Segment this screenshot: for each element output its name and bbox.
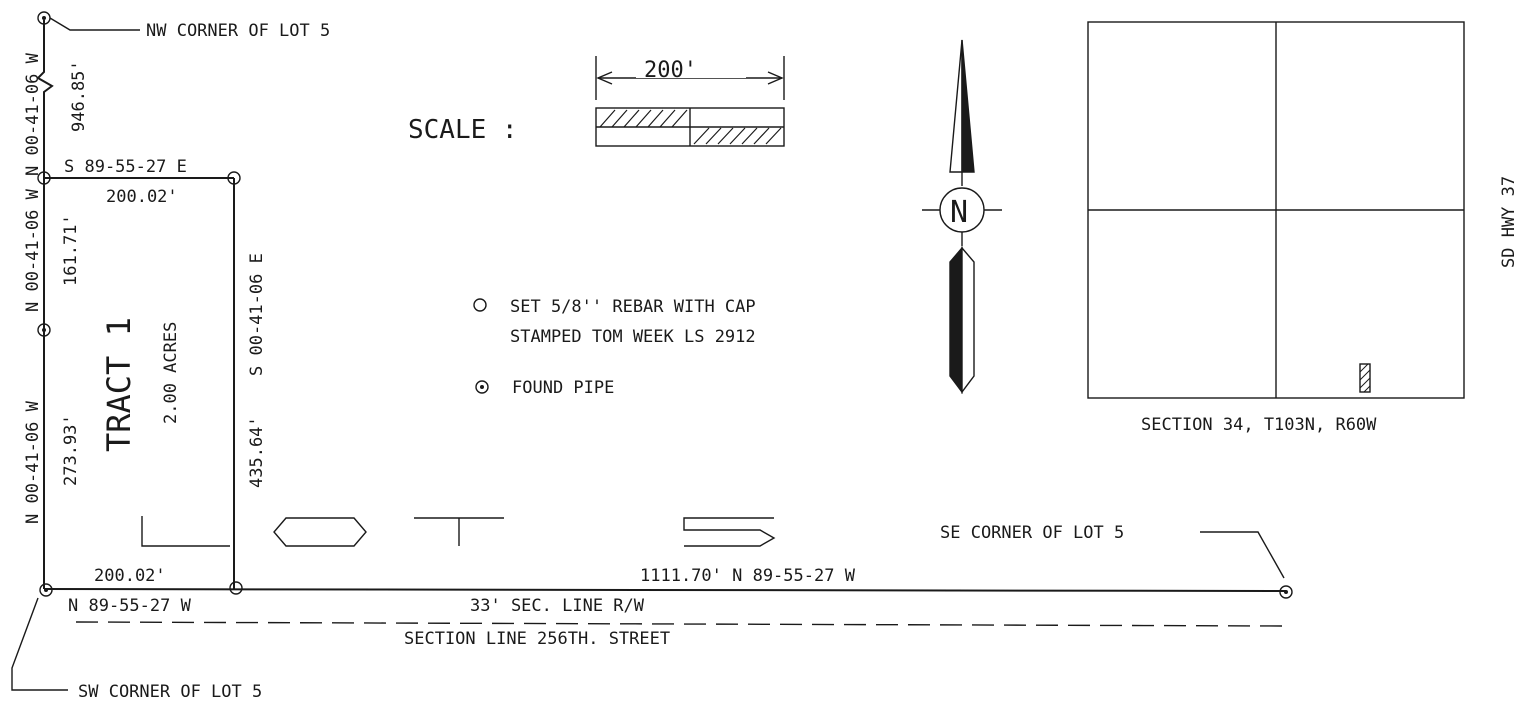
found-pipe-nw — [37, 11, 51, 25]
bottom-dist: 200.02' — [94, 566, 166, 586]
scale-label: SCALE : — [408, 115, 518, 145]
bottom-bearing: N 89-55-27 W — [68, 596, 192, 616]
west-bearing-low: N 00-41-06 W — [23, 400, 43, 524]
found-pipe-west — [37, 323, 51, 337]
long-line-label: 1111.70' N 89-55-27 W — [640, 566, 856, 586]
lot-letter-o — [273, 517, 367, 547]
legend-rebar-line2: STAMPED TOM WEEK LS 2912 — [510, 327, 756, 347]
west-bearing-mid: N 00-41-06 W — [23, 188, 43, 312]
east-bearing: S 00-41-06 E — [247, 253, 267, 376]
south-line — [43, 588, 1287, 592]
street-label: SECTION LINE 256TH. STREET — [404, 629, 670, 649]
west-line-upper — [36, 20, 54, 178]
scale-bar: 200' — [595, 56, 785, 147]
se-corner-leader — [1200, 531, 1285, 579]
rebar-nw-tract — [37, 171, 51, 185]
lot-letter-5 — [683, 517, 776, 547]
section-line-dashed — [75, 621, 1283, 627]
west-dist-low: 273.93' — [61, 414, 81, 486]
top-bearing: S 89-55-27 E — [64, 157, 187, 177]
north-bearing-upper: N 00-41-06 W — [23, 52, 43, 176]
scale-length: 200' — [644, 58, 697, 83]
tract-name: TRACT 1 — [100, 317, 138, 452]
legend-pipe-label: FOUND PIPE — [512, 378, 614, 398]
legend-rebar-line1: SET 5/8'' REBAR WITH CAP — [510, 297, 756, 317]
legend: SET 5/8'' REBAR WITH CAP STAMPED TOM WEE… — [473, 297, 756, 398]
legend-rebar-symbol — [473, 298, 487, 312]
north-arrow: N — [922, 39, 1002, 395]
legend-pipe-symbol — [475, 380, 489, 394]
section-map-lot-marker — [1359, 363, 1371, 393]
tract-area: 2.00 ACRES — [161, 322, 181, 424]
west-dist-mid: 161.71' — [61, 214, 81, 286]
highway-label: SD HWY 37 — [1499, 176, 1519, 268]
found-pipe-sw — [39, 583, 53, 597]
sw-corner-label: SW CORNER OF LOT 5 — [78, 682, 262, 702]
top-dist: 200.02' — [106, 187, 178, 207]
north-dist-upper: 946.85' — [69, 60, 89, 132]
rebar-ne-tract — [227, 171, 241, 185]
lot-letters — [141, 516, 776, 547]
nw-corner-label: NW CORNER OF LOT 5 — [146, 21, 330, 41]
rebar-se-tract — [229, 581, 243, 595]
found-pipe-se — [1279, 585, 1293, 599]
section-caption: SECTION 34, T103N, R60W — [1141, 415, 1377, 435]
nw-corner-leader — [49, 17, 140, 31]
lot-letter-l — [141, 516, 230, 547]
sw-corner-leader — [11, 597, 68, 691]
north-letter: N — [950, 195, 968, 230]
boundary-lines — [36, 20, 1287, 627]
row-label: 33' SEC. LINE R/W — [470, 596, 645, 616]
section-map: SECTION 34, T103N, R60W SD HWY 37 — [1087, 21, 1519, 435]
se-corner-label: SE CORNER OF LOT 5 — [940, 523, 1124, 543]
east-dist: 435.64' — [247, 416, 267, 488]
